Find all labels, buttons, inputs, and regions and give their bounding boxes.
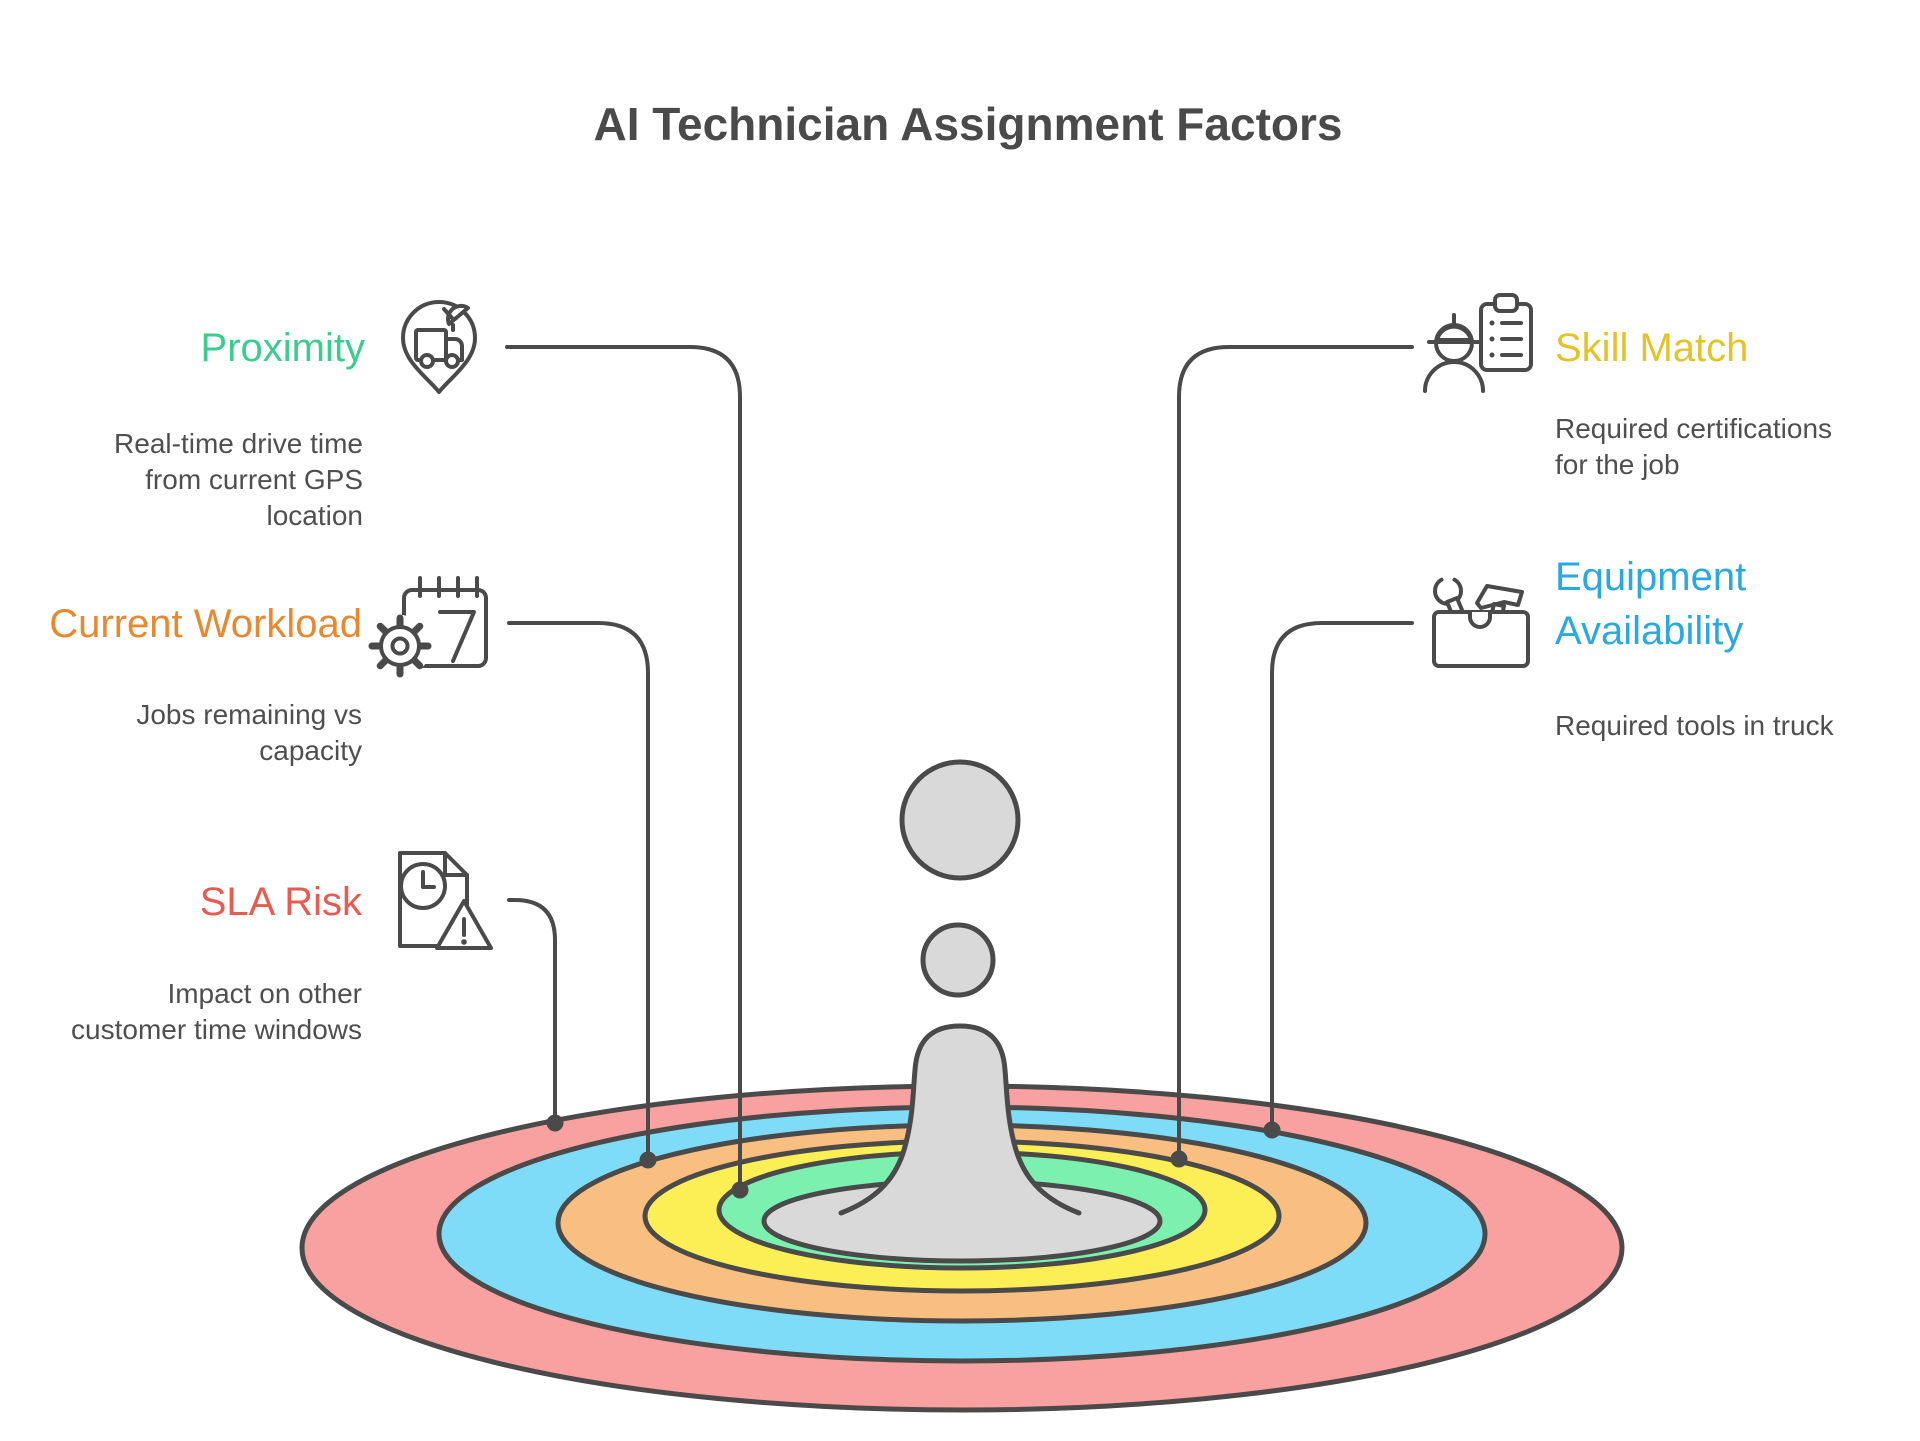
sla-risk-desc-line: Impact on other <box>167 978 362 1009</box>
current-workload-desc-line: capacity <box>259 735 362 766</box>
document-clock-warning-icon <box>398 851 493 950</box>
connector-dot-current-workload <box>639 1151 657 1169</box>
sla-risk-desc-line: customer time windows <box>71 1014 362 1045</box>
splash-column-fill <box>841 1026 1079 1213</box>
droplet-large <box>899 759 1021 881</box>
skill-match-desc-line: for the job <box>1555 449 1680 480</box>
proximity-desc-line: from current GPS <box>145 464 363 495</box>
current-workload-desc-line: Jobs remaining vs <box>136 699 362 730</box>
toolbox-icon <box>1432 577 1530 668</box>
connector-skill-match <box>1177 345 1414 1161</box>
factor-skill-match: Skill Match Required certifications for … <box>1423 293 1832 480</box>
splash-column-outline <box>838 1023 1082 1216</box>
connectors <box>505 345 1414 1199</box>
page-title: AI Technician Assignment Factors <box>594 98 1343 150</box>
droplet-small <box>920 922 996 998</box>
connector-dot-equipment <box>1263 1121 1281 1139</box>
proximity-desc-line: Real-time drive time <box>114 428 363 459</box>
proximity-desc-line: location <box>266 500 363 531</box>
connector-current-workload <box>507 621 650 1162</box>
connector-dot-sla-risk <box>546 1114 564 1132</box>
connector-dot-proximity <box>731 1181 749 1199</box>
connector-equipment <box>1270 621 1414 1132</box>
truck-location-pin-icon <box>401 300 477 394</box>
connector-proximity <box>505 345 742 1192</box>
ripple-rings <box>299 1083 1625 1413</box>
skill-match-label: Skill Match <box>1555 326 1748 370</box>
calendar-gear-icon <box>368 576 488 678</box>
worker-clipboard-icon <box>1423 293 1533 393</box>
equipment-availability-label-line: Availability <box>1555 609 1743 653</box>
factor-current-workload: Current Workload Jobs remaining vs capac… <box>49 576 488 766</box>
equipment-availability-label-line: Equipment <box>1555 555 1746 599</box>
sla-risk-label: SLA Risk <box>200 880 363 924</box>
equipment-availability-desc-line: Required tools in truck <box>1555 710 1835 741</box>
water-splash <box>838 759 1082 1216</box>
factor-proximity: Proximity Real-time drive time from curr… <box>114 300 477 531</box>
connector-sla-risk <box>507 898 557 1125</box>
factor-sla-risk: SLA Risk Impact on other customer time w… <box>71 851 493 1045</box>
connector-dot-skill-match <box>1170 1150 1188 1168</box>
factor-equipment-availability: Equipment Availability Required tools in… <box>1432 555 1835 741</box>
skill-match-desc-line: Required certifications <box>1555 413 1832 444</box>
current-workload-label: Current Workload <box>49 602 362 646</box>
proximity-label: Proximity <box>201 326 365 370</box>
